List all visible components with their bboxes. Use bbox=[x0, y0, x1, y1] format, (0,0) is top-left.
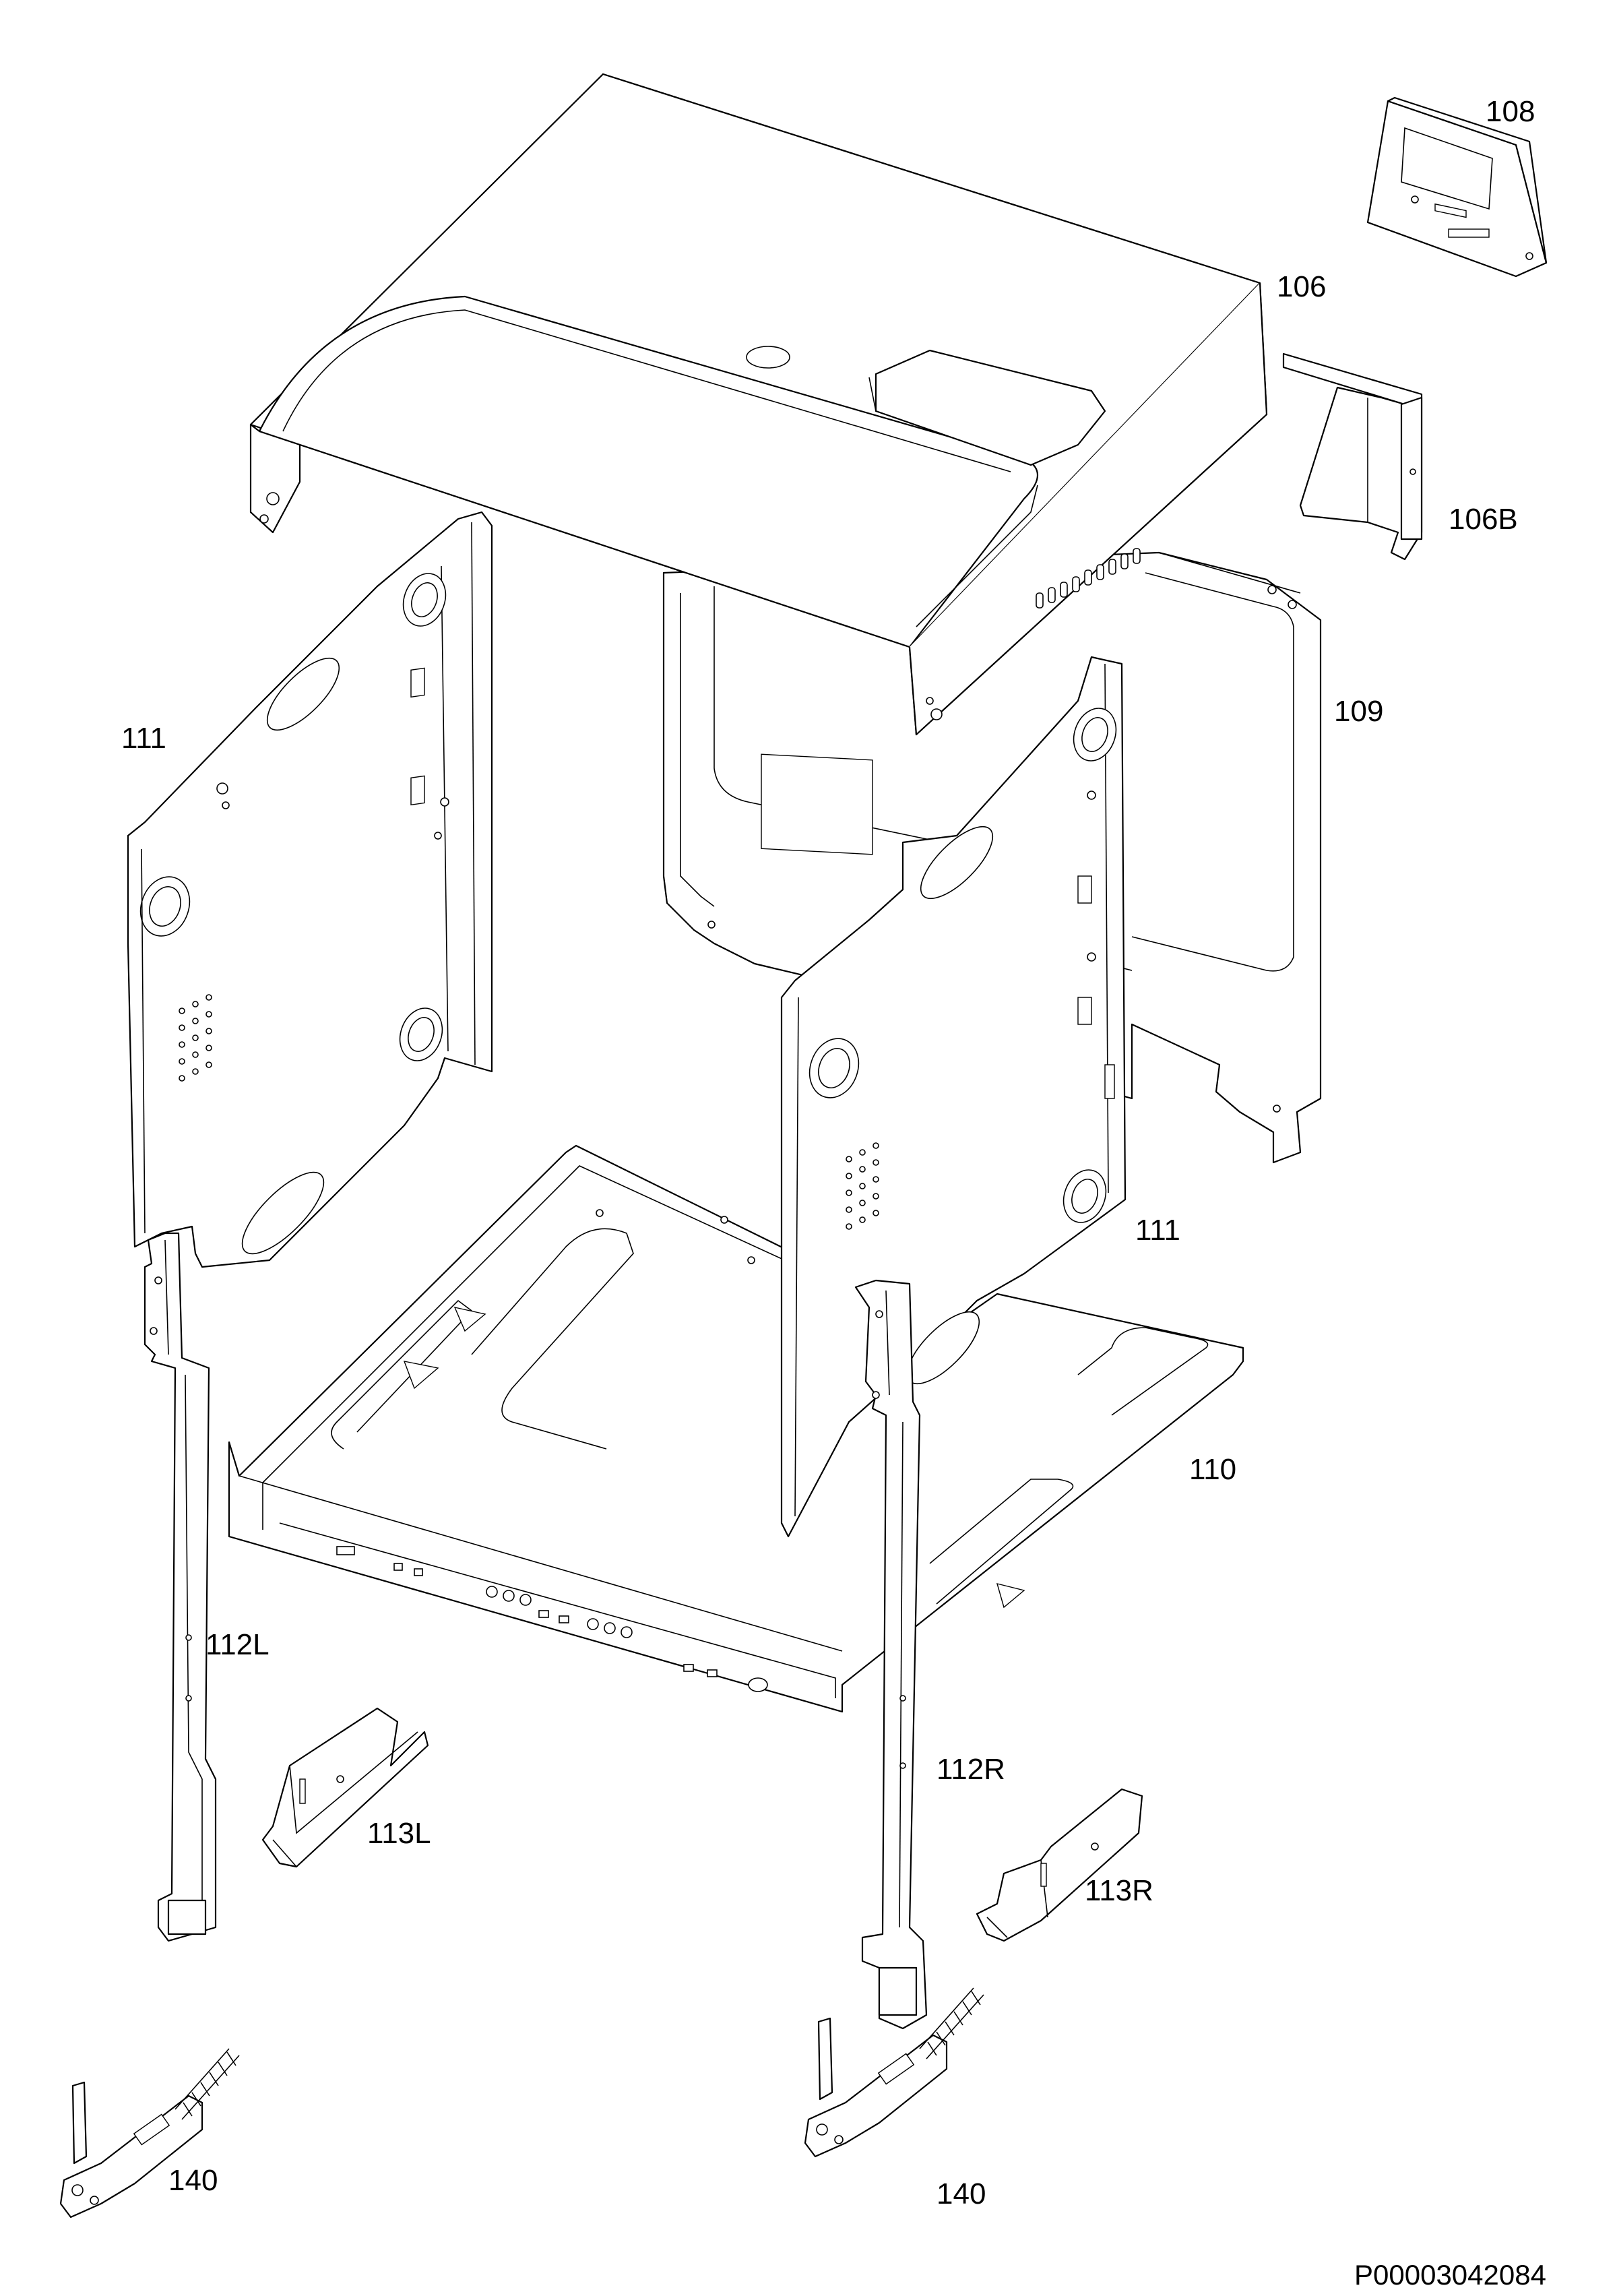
label-113L: 113L bbox=[367, 1817, 431, 1850]
label-109: 109 bbox=[1334, 695, 1383, 728]
part-108-control-bracket bbox=[1366, 96, 1548, 278]
label-106: 106 bbox=[1277, 270, 1326, 303]
label-111-right: 111 bbox=[1135, 1214, 1180, 1247]
front-rail-holes bbox=[336, 1546, 768, 1692]
label-112R: 112R bbox=[937, 1753, 1005, 1786]
part-106B-rear-strip bbox=[1282, 352, 1423, 561]
part-111-left-side-panel bbox=[127, 511, 493, 1268]
perforation-grid bbox=[846, 1142, 879, 1230]
label-106B: 106B bbox=[1449, 503, 1518, 536]
part-112R-right-hinge-rail bbox=[854, 1279, 928, 2030]
spring-coil bbox=[175, 2048, 240, 2120]
spring-coil bbox=[919, 1987, 984, 2059]
label-140-left: 140 bbox=[168, 2164, 218, 2197]
part-112L-left-hinge-rail bbox=[144, 1232, 217, 1942]
vent-slots bbox=[1036, 548, 1141, 609]
perforation-grid bbox=[179, 994, 212, 1082]
label-112L: 112L bbox=[205, 1628, 270, 1661]
label-113R: 113R bbox=[1085, 1874, 1153, 1907]
part-110-base-frame bbox=[228, 1144, 1244, 1713]
part-111-right-side-panel bbox=[780, 656, 1127, 1538]
part-140-right-hinge bbox=[804, 1987, 984, 2158]
part-140-left-hinge bbox=[59, 2048, 240, 2219]
part-113L-left-bracket bbox=[261, 1707, 429, 1868]
label-140-right: 140 bbox=[937, 2177, 986, 2210]
label-108: 108 bbox=[1486, 95, 1535, 128]
document-id: P00003042084 bbox=[1354, 2259, 1546, 2291]
label-110: 110 bbox=[1189, 1453, 1236, 1486]
part-106-top-cover bbox=[249, 73, 1268, 736]
part-113R-right-bracket bbox=[976, 1788, 1143, 1942]
label-111-left: 111 bbox=[121, 722, 166, 755]
